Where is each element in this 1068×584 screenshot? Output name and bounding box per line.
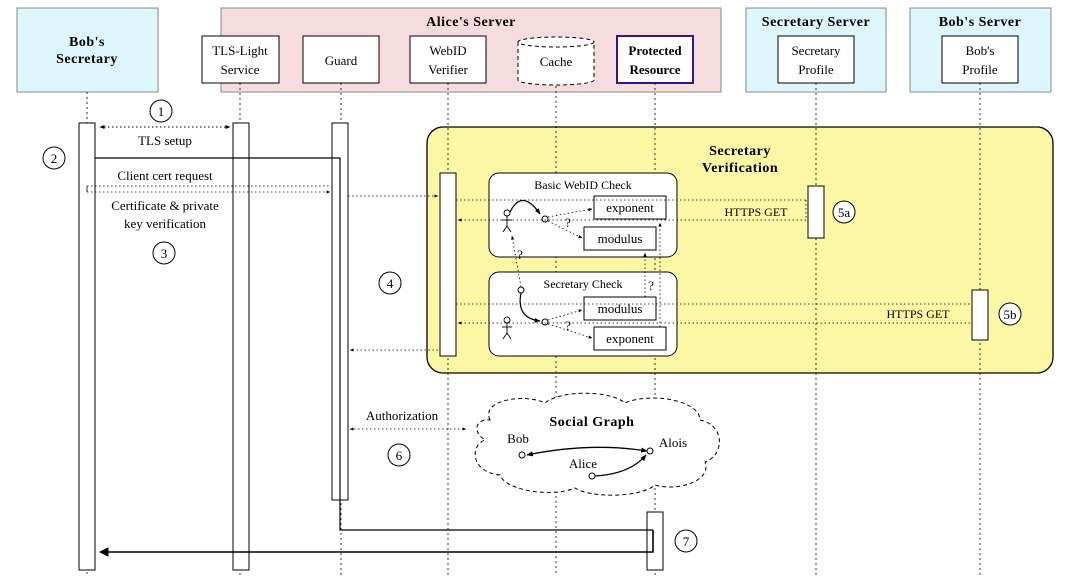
step-3-label: 3 [161,246,168,261]
step-3-badge [152,241,176,265]
cache-label: Cache [540,54,573,69]
webid-verifier-label-1: WebID [429,43,466,58]
request-line [95,157,341,500]
bob-alois-edge [526,446,648,457]
social-graph-alois: Alois [659,435,687,450]
secretary-verification-label-1: Secretary [709,144,771,159]
tls-light-box [201,35,280,84]
bobs-secretary-box [16,7,159,93]
social-graph-alice: Alice [569,456,597,471]
step-7-label: 7 [683,534,690,549]
secretary-modulus-label: modulus [598,301,643,316]
step-1-badge [149,99,173,123]
alice-node [588,472,596,480]
basic-node [541,215,549,223]
response-arrow [99,530,654,557]
basic-to-exponent [547,208,593,218]
step-6-badge [387,443,411,467]
cross-question-right: ? [648,278,654,293]
person-icon-secretary [502,316,512,340]
step-6-label: 6 [396,448,403,463]
protected-resource-label-2: Resource [629,62,680,77]
protected-resource-label-1: Protected [628,43,682,58]
basic-modulus-label: modulus [598,231,643,246]
step-7-badge [674,529,698,553]
activation-protected-resource [646,511,664,571]
tls-setup-label: TLS setup [138,133,192,148]
secretary-node [541,318,549,326]
bobs-profile-label-2: Profile [962,62,998,77]
secretary-to-basic-link [511,235,522,288]
secretary-top-node [517,286,525,294]
bobs-server-label: Bob's Server [939,15,1022,30]
guard-to-resource-line [339,500,653,531]
cross-question-left: ? [517,247,523,262]
bobs-secretary-label-2: Secretary [56,52,118,67]
social-graph-cloud [474,392,720,496]
basic-modulus-box [583,226,657,251]
basic-curved-arrow [509,199,541,215]
secretary-exponent-label: exponent [606,331,654,346]
activation-bobs-profile [971,289,989,341]
secretary-modulus-box [583,296,657,321]
activation-webid-verifier [439,172,457,357]
tls-light-label-2: Service [221,62,260,77]
step-4-badge [378,271,402,295]
step-2-badge [42,146,66,170]
https-get-b-label: HTTPS GET [887,307,951,321]
basic-exponent-box [593,195,667,220]
secretary-question: ? [565,318,571,333]
bobs-secretary-label-1: Bob's [69,35,105,50]
cert-verification-label-2: key verification [124,216,206,231]
step-1-label: 1 [158,104,165,119]
alice-alois-edge [594,454,647,477]
https-get-a-label: HTTPS GET [725,205,789,219]
secretary-profile-label-2: Profile [798,62,834,77]
tls-light-label-1: TLS-Light [212,43,268,58]
secretary-curved-arrow [519,292,541,323]
person-icon-basic [502,209,512,233]
basic-exponent-label: exponent [606,200,654,215]
activation-secretary-profile [807,185,825,239]
webid-verifier-label-2: Verifier [428,62,468,77]
social-graph-title: Social Graph [550,415,635,430]
secretary-check-title: Secretary Check [544,277,623,291]
secretary-profile-label-1: Secretary [791,43,841,58]
alices-server-label: Alice's Server [426,15,516,30]
client-cert-label: Client cert request [117,168,213,183]
webid-verifier-box [409,35,487,84]
step-5a-label: 5a [838,205,851,220]
secretary-verification-label-2: Verification [702,161,778,176]
alois-node [646,447,654,455]
step-2-label: 2 [51,151,58,166]
bobs-profile-box [941,35,1019,84]
authorization-label: Authorization [366,408,439,423]
step-5b-label: 5b [1004,307,1017,322]
cache-cylinder [517,36,595,86]
basic-webid-check-title: Basic WebID Check [534,178,631,192]
step-5b-badge [998,302,1022,326]
social-graph-bob: Bob [507,431,529,446]
activation-bobs-secretary [78,122,96,571]
step-badges: 1 2 3 4 5a 5b 6 7 [42,99,1022,553]
step-4-label: 4 [387,276,394,291]
basic-question: ? [565,215,571,230]
activation-tls-light [232,122,250,571]
cert-verification-label-1: Certificate & private [111,198,219,213]
secretary-server-label: Secretary Server [762,15,870,30]
step-5a-badge [832,200,856,224]
secretary-profile-box [777,35,855,84]
secretary-exponent-box [593,326,667,351]
bobs-profile-label-1: Bob's [965,43,994,58]
guard-label: Guard [325,53,358,68]
bob-node [518,451,526,459]
